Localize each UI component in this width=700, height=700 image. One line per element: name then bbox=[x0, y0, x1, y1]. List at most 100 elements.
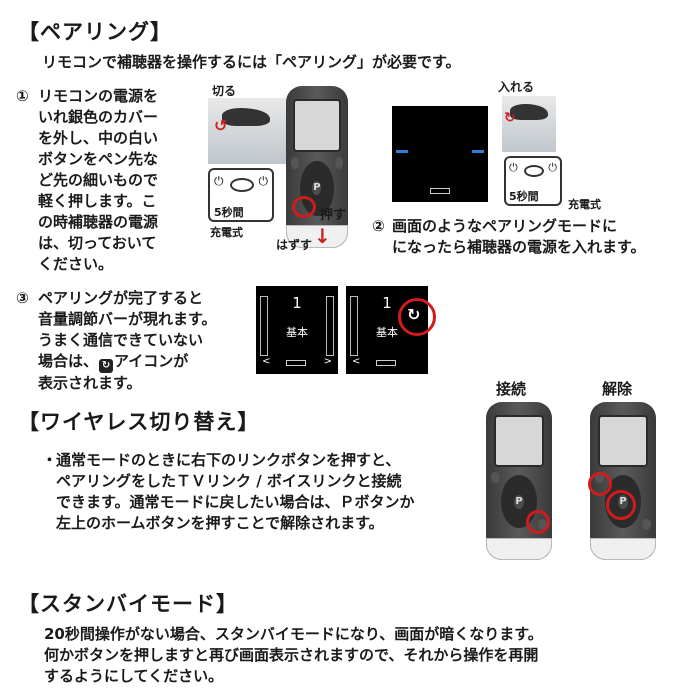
battery-icon bbox=[376, 360, 396, 366]
connect-label: 接続 bbox=[496, 380, 527, 398]
step3-line: うまく通信できていない bbox=[38, 331, 204, 349]
standby-heading: 【スタンバイモード】 bbox=[18, 592, 238, 616]
pairing-indicator-right bbox=[472, 150, 484, 153]
volume-bar-left bbox=[350, 296, 358, 356]
home-button-highlight bbox=[588, 472, 612, 496]
remote-screen bbox=[597, 414, 649, 467]
right-arrow-icon: > bbox=[323, 356, 332, 367]
step3-line: 場合は、 bbox=[38, 352, 99, 370]
step2-number: ② bbox=[372, 217, 385, 235]
home-button bbox=[290, 157, 299, 169]
wireless-line: 通常モードのときに右下のリンクボタンを押すと、 bbox=[56, 451, 401, 469]
wireless-body: ・ 通常モードのときに右下のリンクボタンを押すと、 ペアリングをしたＴＶリンク … bbox=[42, 450, 415, 534]
hearing-aid-on-photo: ↻ bbox=[502, 96, 556, 152]
step1-line: ど先の細いもので bbox=[38, 171, 159, 189]
step1-line: リモコンの電源を bbox=[38, 87, 159, 105]
hazusu-label: はずす bbox=[276, 238, 313, 252]
wireless-line: できます。通常モードに戻したい場合は、Ｐボタンか bbox=[56, 493, 415, 511]
standby-body: 20秒間操作がない場合、スタンバイモードになり、画面が暗くなります。 何かボタン… bbox=[44, 624, 543, 687]
charge-label: 充電式 bbox=[568, 198, 601, 211]
standby-line: するようにしてください。 bbox=[44, 667, 224, 685]
remote-screen bbox=[293, 98, 341, 153]
pairing-intro: リモコンで補聴器を操作するには「ペアリング」が必要です。 bbox=[42, 53, 461, 71]
wireless-heading: 【ワイヤレス切り替え】 bbox=[18, 410, 260, 434]
step3-line: 表示されます。 bbox=[38, 374, 142, 392]
volume-number: 1 bbox=[292, 294, 302, 312]
pairing-indicator-left bbox=[396, 150, 408, 153]
link-error-icon: ↻ bbox=[407, 305, 421, 324]
pairing-mode-screen bbox=[392, 106, 488, 202]
earpiece-icon bbox=[230, 178, 254, 192]
hearing-aid-icon bbox=[222, 108, 270, 126]
step3-line: 音量調節バーが現れます。 bbox=[38, 310, 217, 328]
step3-line: ペアリングが完了すると bbox=[38, 289, 204, 307]
remote-control: P bbox=[286, 86, 348, 248]
standby-line: 何かボタンを押しますと再び画面表示されますので、それから操作を再開 bbox=[44, 646, 539, 664]
osu-label: 押す bbox=[320, 208, 347, 223]
five-sec-label: 5秒間 bbox=[214, 206, 244, 219]
p-button: P bbox=[312, 180, 322, 196]
step1-line: は、切っておいて bbox=[38, 234, 157, 252]
step1-line: を外し、中の白い bbox=[38, 129, 159, 147]
pairing-button-highlight bbox=[292, 196, 316, 218]
remote-dpad: P bbox=[500, 474, 538, 529]
left-arrow-icon: < bbox=[352, 356, 361, 367]
wireless-line: 左上のホームボタンを押すことで解除されます。 bbox=[56, 514, 384, 532]
p-button-highlight bbox=[606, 490, 636, 520]
remote-cover bbox=[590, 537, 656, 560]
battery-icon bbox=[286, 360, 306, 366]
step2-line: 画面のようなペアリングモードに bbox=[392, 217, 618, 235]
bullet: ・ bbox=[42, 451, 58, 469]
standby-line: 20秒間操作がない場合、スタンバイモードになり、画面が暗くなります。 bbox=[44, 625, 543, 643]
ireru-label: 入れる bbox=[498, 80, 535, 94]
remote-button bbox=[335, 157, 344, 169]
mode-label: 基本 bbox=[376, 326, 398, 339]
mode-label: 基本 bbox=[286, 326, 308, 339]
step3-text: ③ ペアリングが完了すると 音量調節バーが現れます。 うまく通信できていない 場… bbox=[16, 288, 256, 394]
rotate-arrow-icon: ↻ bbox=[504, 110, 516, 126]
power-icon: ⏻ bbox=[214, 174, 224, 188]
volume-bar-right bbox=[326, 296, 334, 356]
step3-number: ③ bbox=[16, 289, 29, 307]
power-icon: ⏻ bbox=[509, 161, 518, 174]
battery-icon bbox=[430, 188, 450, 194]
step1-text: ① リモコンの電源を いれ銀色のカバー を外し、中の白い ボタンをペン先な ど先… bbox=[16, 86, 196, 275]
remote-connect: P bbox=[486, 402, 552, 560]
remote-cover bbox=[486, 537, 552, 560]
volume-bar-left bbox=[260, 296, 268, 356]
step1-line: ボタンをペン先な bbox=[38, 150, 159, 168]
step3-line: アイコンが bbox=[114, 352, 189, 370]
home-button bbox=[491, 471, 500, 483]
step2-text: ② 画面のようなペアリングモードに になったら補聴器の電源を入れます。 bbox=[372, 216, 692, 258]
charger-diagram: ⏻ ⏻ 5秒間 bbox=[208, 168, 274, 222]
step1-line: 軽く押します。こ bbox=[38, 192, 157, 210]
charger-diagram: ⏻ ⏻ 5秒間 bbox=[504, 156, 562, 206]
rotate-arrow-icon: ↺ bbox=[214, 116, 228, 135]
left-arrow-icon: < bbox=[262, 356, 271, 367]
link-error-icon: ↻ bbox=[99, 359, 114, 373]
step1-line: いれ銀色のカバー bbox=[38, 108, 159, 126]
charge-label: 充電式 bbox=[210, 226, 243, 239]
kiru-label: 切る bbox=[212, 84, 237, 98]
step1-line: ください。 bbox=[38, 255, 114, 273]
link-button-highlight bbox=[526, 510, 550, 534]
p-button: P bbox=[514, 494, 524, 509]
earpiece-icon bbox=[524, 165, 544, 177]
step2-line: になったら補聴器の電源を入れます。 bbox=[392, 238, 646, 256]
step1-number: ① bbox=[16, 87, 29, 105]
power-icon: ⏻ bbox=[548, 161, 557, 174]
remote-screen bbox=[493, 414, 545, 467]
step1-line: の時補聴器の電源 bbox=[38, 213, 159, 231]
volume-number: 1 bbox=[382, 294, 392, 312]
link-button bbox=[642, 518, 651, 530]
five-sec-label: 5秒間 bbox=[509, 190, 539, 203]
down-arrow-icon: ↓ bbox=[314, 224, 331, 248]
pairing-heading: 【ペアリング】 bbox=[18, 20, 172, 44]
wireless-line: ペアリングをしたＴＶリンク / ボイスリンクと接続 bbox=[56, 472, 402, 490]
power-icon: ⏻ bbox=[258, 174, 269, 188]
link-error-highlight: ↻ bbox=[398, 298, 436, 336]
hearing-aid-off-photo: ↺ bbox=[208, 98, 286, 164]
hearing-aid-icon bbox=[510, 104, 548, 120]
release-label: 解除 bbox=[602, 380, 633, 398]
volume-screen-ok: 1 基本 < > bbox=[256, 286, 338, 374]
